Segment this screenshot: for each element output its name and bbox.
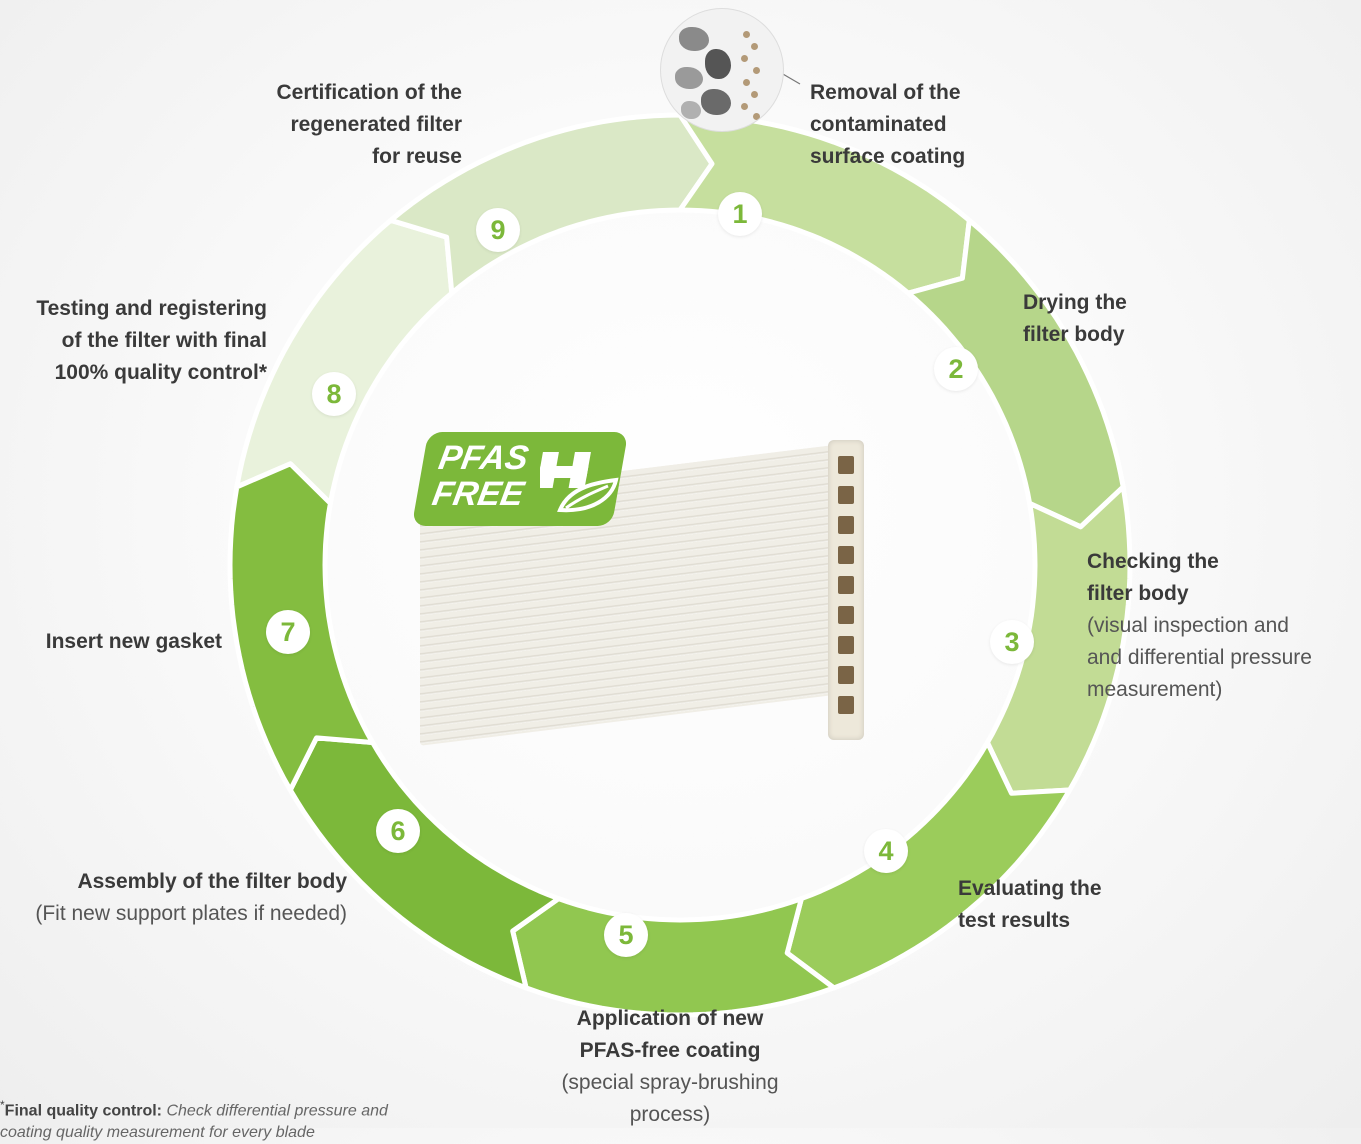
step-3-badge: 3	[990, 620, 1034, 664]
filter-end-cap	[828, 440, 864, 740]
footnote: *Final quality control: Check differenti…	[0, 1094, 430, 1144]
step-2-label: Drying the filter body	[1023, 291, 1127, 346]
step-3-label: Checking the filter body (visual inspect…	[1087, 550, 1312, 701]
pfas-free-logo-text: PFAS FREE	[429, 439, 533, 513]
step-5-label: Application of new PFAS-free coating (sp…	[561, 1007, 779, 1126]
segment-step-8	[287, 735, 562, 991]
step-7-badge: 7	[266, 610, 310, 654]
step-9-badge: 9	[476, 208, 520, 252]
step-4-label: Evaluating the test results	[958, 877, 1102, 932]
step-9-label: Certification of the regenerated filter …	[276, 81, 462, 168]
step-6-badge: 6	[376, 809, 420, 853]
footnote-marker: *	[0, 1098, 5, 1112]
step-5-badge: 5	[604, 913, 648, 957]
logo-line-2: FREE	[429, 475, 527, 513]
step-8-badge: 8	[312, 372, 356, 416]
step-4-badge: 4	[864, 829, 908, 873]
step-7-label: Insert new gasket	[45, 630, 222, 653]
step-2-badge: 2	[934, 347, 978, 391]
logo-line-1: PFAS	[435, 439, 532, 477]
leaf-icon	[540, 452, 619, 513]
step-8-label: Testing and registering of the filter wi…	[36, 297, 267, 384]
coating-closeup-image	[660, 8, 784, 132]
segment-step-1	[234, 217, 455, 506]
footnote-bold: Final quality control:	[4, 1102, 163, 1120]
segment-step-7	[510, 896, 837, 1018]
step-1-label: Removal of the contaminated surface coat…	[810, 81, 966, 168]
step-1-badge: 1	[718, 192, 762, 236]
step-6-label: Assembly of the filter body (Fit new sup…	[35, 870, 347, 925]
